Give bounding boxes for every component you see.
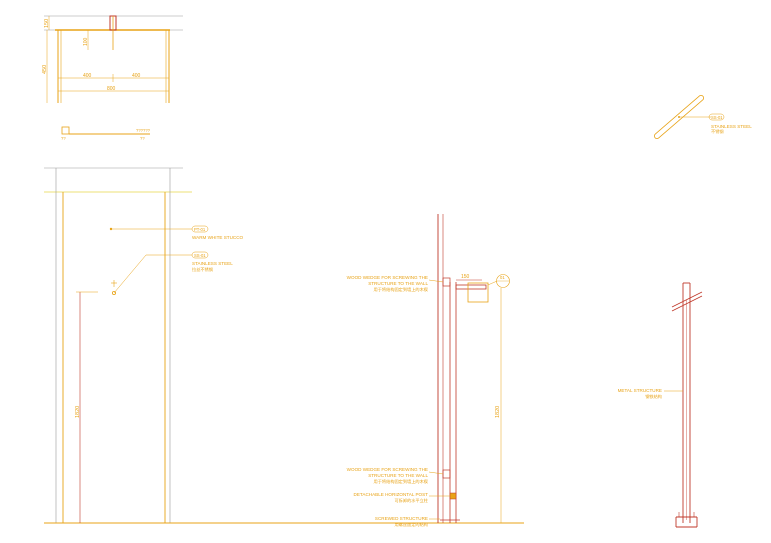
rod-material-en: STAINLESS STEEL [711, 124, 752, 129]
plan-dim-left: 400 [83, 73, 92, 79]
legend-square [61, 126, 70, 135]
rod-perspective: SS-01 STAINLESS STEEL 不锈钢 [654, 95, 752, 139]
wedge-bottom-leader [428, 471, 444, 475]
section-tag-leader [487, 280, 498, 286]
legend-right-label-2: ?? [140, 136, 145, 141]
metal-arm-2 [671, 295, 703, 312]
wedge-top-cn: 用于将结构固定到墙上的木楔 [374, 286, 428, 293]
wedge-top-en-1: WOOD WEDGE FOR SCREWING THE [347, 275, 428, 280]
steel-tag: SS-01 [194, 253, 206, 258]
metal-structure: METAL STRUCTURE 钢铁结构 [618, 282, 703, 528]
plan-dim-height: 450 [42, 65, 48, 74]
metal-label-cn: 钢铁结构 [645, 393, 662, 400]
rod-leader-dot [678, 116, 680, 118]
wedge-bottom-en-2: STRUCTURE TO THE WALL [368, 473, 428, 478]
structure-label-cn: 用螺丝固定的结构 [394, 521, 428, 528]
steel-label-cn: 拉丝不锈钢 [192, 266, 213, 273]
wedge-bottom-cn: 用于将结构固定到墙上的木楔 [374, 478, 428, 485]
steel-label-en: STAINLESS STEEL [192, 261, 233, 266]
section-tag: 01 [500, 275, 505, 280]
plan-dim-top: 150 [44, 19, 50, 28]
stucco-tag-box [191, 225, 209, 233]
plan-dim-post: 100 [83, 37, 89, 46]
arm-bracket [455, 284, 487, 290]
rod-tag-box [708, 113, 725, 121]
wedge-bottom [442, 469, 451, 479]
metal-label-en: METAL STRUCTURE [618, 388, 662, 393]
structure-label-en: SCREWED STRUCTURE [375, 516, 428, 521]
front-elevation: PT-01 WARM WHITE STUCCO SS-01 STAINLESS … [44, 167, 524, 524]
plan-view: 400 400 800 450 150 100 [42, 15, 183, 103]
wedge-top [442, 277, 451, 287]
section-dim-top-label: 150 [461, 274, 470, 280]
plan-dim-total: 800 [107, 86, 116, 92]
steel-dot [112, 290, 117, 295]
section-view: 150 01 1820 WOOD WEDGE FOR SCREWING THE … [347, 214, 510, 528]
wedge-bottom-en-1: WOOD WEDGE FOR SCREWING THE [347, 467, 428, 472]
stucco-label: WARM WHITE STUCCO [192, 235, 244, 240]
legend-left-label: ?? [61, 136, 66, 141]
post-label-cn: 可拆卸的水平立柱 [394, 497, 428, 504]
section-dim-height: 1820 [495, 406, 501, 418]
wedge-top-leader [428, 279, 444, 283]
post-label-en: DETACHABLE HORIZONTAL POST [354, 492, 429, 497]
plan-dim-right: 400 [132, 73, 141, 79]
metal-arm-1 [671, 291, 703, 308]
stucco-tag: PT-01 [194, 227, 206, 232]
horizontal-post [449, 492, 457, 500]
rod-material-cn: 不锈钢 [711, 128, 724, 135]
symbol-legend: ?? ?????? ?? [61, 126, 151, 141]
steel-leader-diag [113, 254, 147, 294]
elev-dim-height: 1820 [75, 406, 81, 418]
legend-right-label: ?????? [136, 128, 151, 133]
arm-rod-box [467, 282, 489, 303]
rod-tag: SS-01 [711, 115, 723, 120]
steel-tag-box [191, 251, 209, 259]
wedge-top-en-2: STRUCTURE TO THE WALL [368, 281, 428, 286]
